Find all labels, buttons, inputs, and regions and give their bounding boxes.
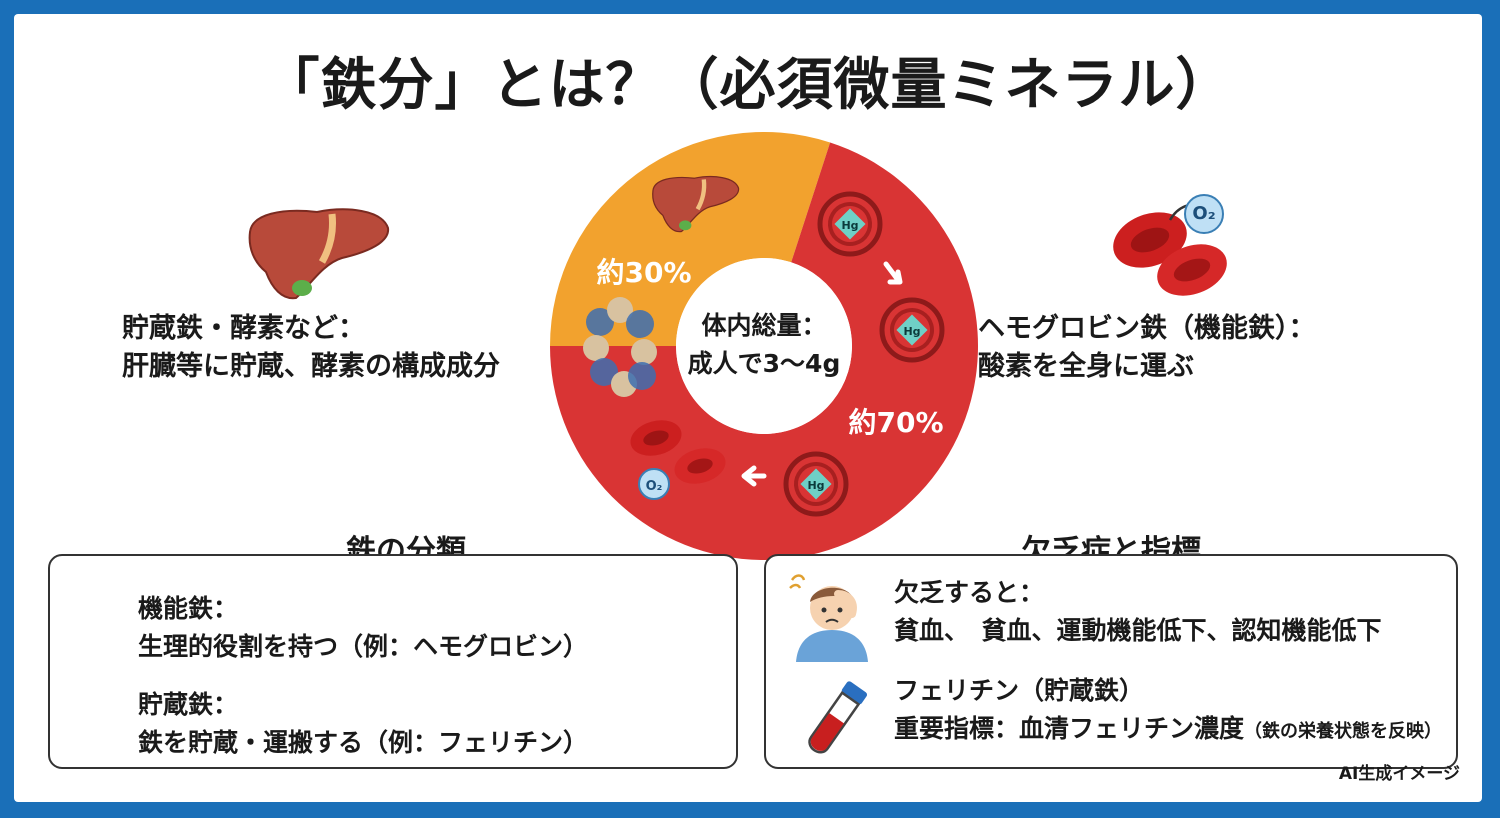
donut-slice-label-30: 約30% — [596, 256, 691, 289]
ferritin-cluster-icon — [583, 297, 657, 397]
hemoglobin-label: Hg — [807, 479, 824, 492]
donut-center-label-line2: 成人で3〜4g — [688, 349, 841, 378]
donut-center-label-line1: 体内総量： — [701, 311, 826, 340]
ferritin-indicator-text: 重要指標：血清フェリチン濃度 — [894, 714, 1245, 743]
page-title: 「鉄分」とは？（必須微量ミネラル） — [263, 53, 1233, 118]
arrow-down-icon — [883, 261, 903, 285]
storage-iron-title: 貯蔵鉄： — [138, 690, 239, 719]
blood-test-tube-icon — [808, 681, 868, 754]
arrow-left-icon — [741, 465, 767, 487]
red-blood-cells-icon — [1113, 199, 1227, 296]
oxygen-label: O₂ — [646, 479, 663, 494]
hemoglobin-iron-heading: ヘモグロビン鉄（機能鉄）： — [978, 313, 1316, 344]
storage-iron-heading: 貯蔵鉄・酵素など： — [122, 313, 365, 344]
dizzy-person-icon — [789, 574, 868, 662]
ai-generated-credit: AI生成イメージ — [1338, 764, 1460, 784]
hemoglobin-iron-description: 酸素を全身に運ぶ — [978, 351, 1194, 382]
iron-distribution-donut: Hg Hg Hg — [550, 132, 978, 560]
deficiency-symptoms: 貧血、 貧血、運動機能低下、認知機能低下 — [894, 616, 1382, 645]
storage-iron-description: 肝臓等に貯蔵、酵素の構成成分 — [122, 351, 500, 382]
ferritin-note: （鉄の栄養状態を反映） — [1244, 721, 1443, 742]
hemoglobin-icon-bottom: Hg — [783, 451, 849, 517]
liver-icon — [248, 208, 390, 300]
hemoglobin-iron-info: ヘモグロビン鉄（機能鉄）： 酸素を全身に運ぶ — [978, 310, 1316, 386]
ferritin-indicator: 重要指標：血清フェリチン濃度（鉄の栄養状態を反映） — [894, 710, 1442, 751]
functional-iron-description: 生理的役割を持つ（例：ヘモグロビン） — [138, 632, 589, 661]
donut-liver-icon — [652, 175, 740, 233]
storage-iron-info: 貯蔵鉄・酵素など： 肝臓等に貯蔵、酵素の構成成分 — [122, 310, 500, 386]
hemoglobin-icon-top: Hg — [817, 191, 883, 257]
hemoglobin-label: Hg — [903, 325, 920, 338]
deficiency-title: 欠乏すると： — [894, 578, 1045, 607]
deficiency-panel: 欠乏すると： 貧血、 貧血、運動機能低下、認知機能低下 フェリチン（貯蔵鉄） 重… — [764, 554, 1458, 769]
donut-blood-cells-icon — [630, 420, 726, 484]
oxygen-icon: O₂ — [1184, 194, 1224, 234]
ferritin-title: フェリチン（貯蔵鉄） — [894, 676, 1145, 705]
donut-slice-30 — [550, 132, 831, 346]
functional-iron-title: 機能鉄： — [138, 594, 239, 623]
donut-oxygen-icon: O₂ — [638, 468, 670, 500]
infographic-frame: 「鉄分」とは？（必須微量ミネラル） 貯蔵鉄・酵素など： 肝臓等に貯蔵、酵素の構成… — [14, 14, 1482, 802]
storage-iron-class-description: 鉄を貯蔵・運搬する（例：フェリチン） — [138, 728, 589, 757]
hemoglobin-icon-middle: Hg — [879, 297, 945, 363]
hemoglobin-label: Hg — [841, 219, 858, 232]
oxygen-label: O₂ — [1192, 203, 1216, 224]
classification-panel: 機能鉄： 生理的役割を持つ（例：ヘモグロビン） 貯蔵鉄： 鉄を貯蔵・運搬する（例… — [48, 554, 738, 769]
donut-hole — [676, 258, 852, 434]
donut-slice-label-70: 約70% — [848, 406, 943, 439]
